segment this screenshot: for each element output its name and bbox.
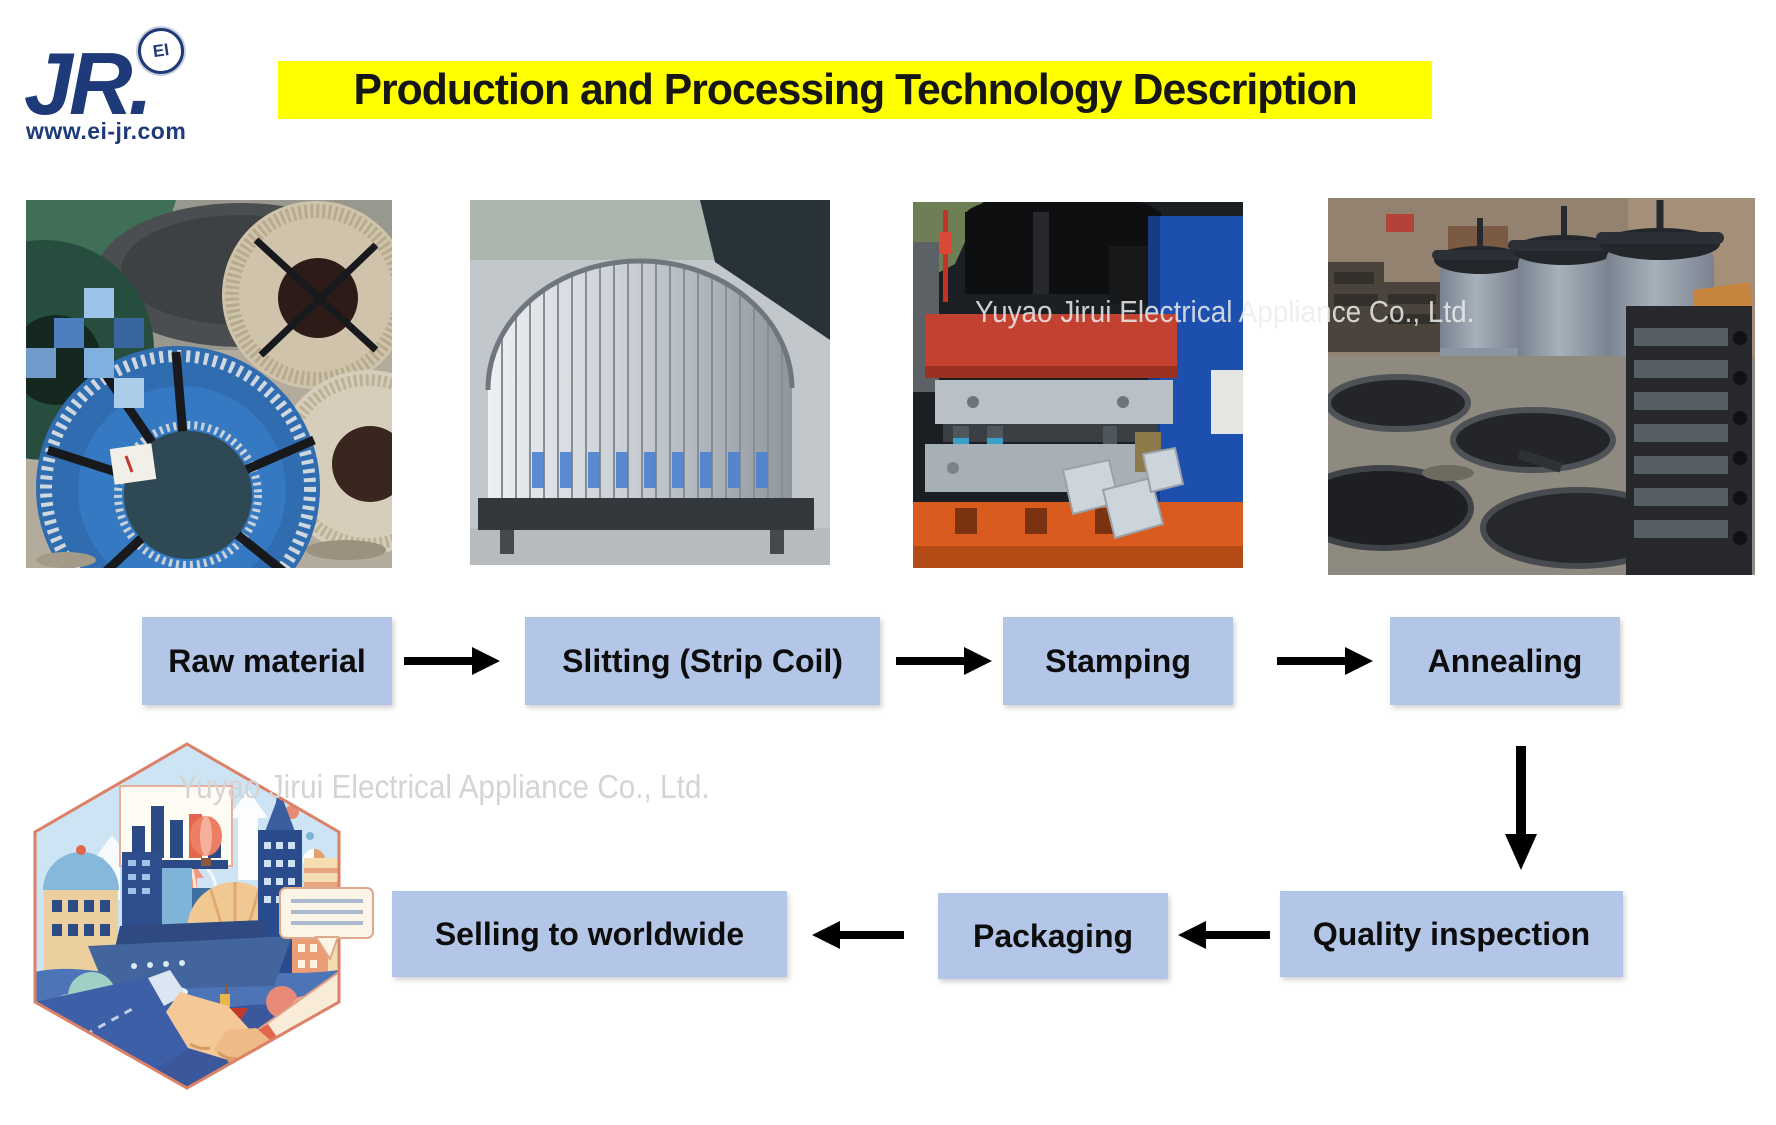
flow-step-annealing: Annealing xyxy=(1390,617,1620,705)
flow-step-label: Quality inspection xyxy=(1312,915,1591,952)
flow-step-selling: Selling to worldwide xyxy=(392,891,787,977)
arrow-right-icon xyxy=(1277,647,1373,675)
flow-step-label: Stamping xyxy=(1045,642,1191,679)
annealing-furnaces-illustration xyxy=(1328,198,1755,575)
photo-stamping-press xyxy=(913,202,1243,568)
photo-raw-material-coils xyxy=(26,200,392,568)
flow-step-packaging: Packaging xyxy=(938,893,1168,979)
flow-step-label: Packaging xyxy=(972,917,1134,954)
arrow-left-icon xyxy=(812,921,904,949)
page-title: Production and Processing Technology Des… xyxy=(278,61,1432,119)
slit-strip-coil-illustration xyxy=(470,200,830,565)
flow-step-slitting: Slitting (Strip Coil) xyxy=(525,617,880,705)
stamping-press-illustration xyxy=(913,202,1243,568)
global-trade-illustration xyxy=(30,740,375,1101)
speech-bubble-icon xyxy=(279,887,374,962)
arrow-right-icon xyxy=(896,647,992,675)
flow-step-label: Annealing xyxy=(1427,642,1583,679)
photo-annealing-furnaces xyxy=(1328,198,1755,575)
page-title-text: Production and Processing Technology Des… xyxy=(353,65,1357,114)
flow-step-label: Raw material xyxy=(168,642,366,679)
photo-slit-strip-coil xyxy=(470,200,830,565)
arrow-left-icon xyxy=(1178,921,1270,949)
arrow-down-icon xyxy=(1505,746,1537,870)
flow-step-label: Selling to worldwide xyxy=(434,915,745,952)
arrow-right-icon xyxy=(404,647,500,675)
hexagon-city-handshake-icon xyxy=(33,742,374,1090)
website-url: www.ei-jr.com xyxy=(26,118,187,144)
brand-logo: JR. xyxy=(24,34,153,133)
flow-step-raw-material: Raw material xyxy=(142,617,392,705)
flow-step-label: Slitting (Strip Coil) xyxy=(562,642,843,679)
raw-material-coils-illustration xyxy=(26,200,392,568)
flow-step-stamping: Stamping xyxy=(1003,617,1233,705)
flow-step-quality-inspection: Quality inspection xyxy=(1280,891,1623,977)
